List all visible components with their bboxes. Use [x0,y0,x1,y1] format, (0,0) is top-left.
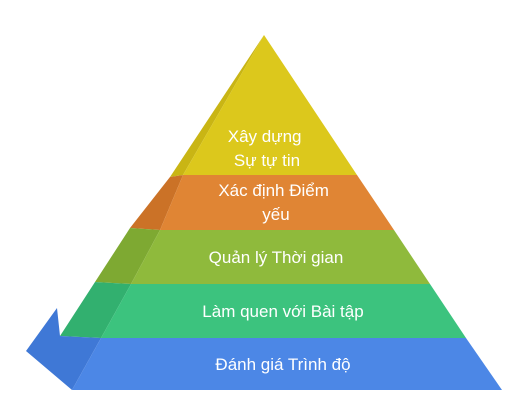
level-3-front-face [131,230,430,284]
pyramid-level-1: Xây dựng Sự tự tin [170,35,357,177]
pyramid-level-3: Quản lý Thời gian [95,228,430,284]
level-2-front-face [160,175,394,230]
level-4-front-face [101,284,466,338]
level-4-label-line-1: Làm quen với Bài tập [202,302,363,321]
pyramid-level-4: Làm quen với Bài tập [60,282,466,338]
level-5-label: Đánh giá Trình độ [215,355,350,374]
level-5-label-line-1: Đánh giá Trình độ [215,355,350,374]
level-4-side-face [60,282,131,338]
level-1-label-line-2: Sự tự tin [234,151,300,170]
level-2-side-face [130,175,183,230]
pyramid-level-5: Đánh giá Trình độ [26,308,502,390]
level-5-side-face [26,308,101,390]
level-3-label-line-1: Quản lý Thời gian [209,248,344,267]
level-2-label: Xác định Điểm yếu [218,181,333,224]
level-5-front-face [72,338,502,390]
level-3-side-face [95,228,160,284]
level-2-label-line-1: Xác định Điểm [218,181,329,200]
level-1-label: Xây dựng Sự tự tin [228,127,307,170]
level-1-front-face [183,35,357,175]
level-1-label-line-1: Xây dựng [228,127,302,146]
level-1-side-face [170,35,264,177]
pyramid-level-2: Xác định Điểm yếu [130,175,394,230]
level-2-label-line-2: yếu [262,205,289,224]
level-4-label: Làm quen với Bài tập [202,302,363,321]
level-3-label: Quản lý Thời gian [209,248,344,267]
